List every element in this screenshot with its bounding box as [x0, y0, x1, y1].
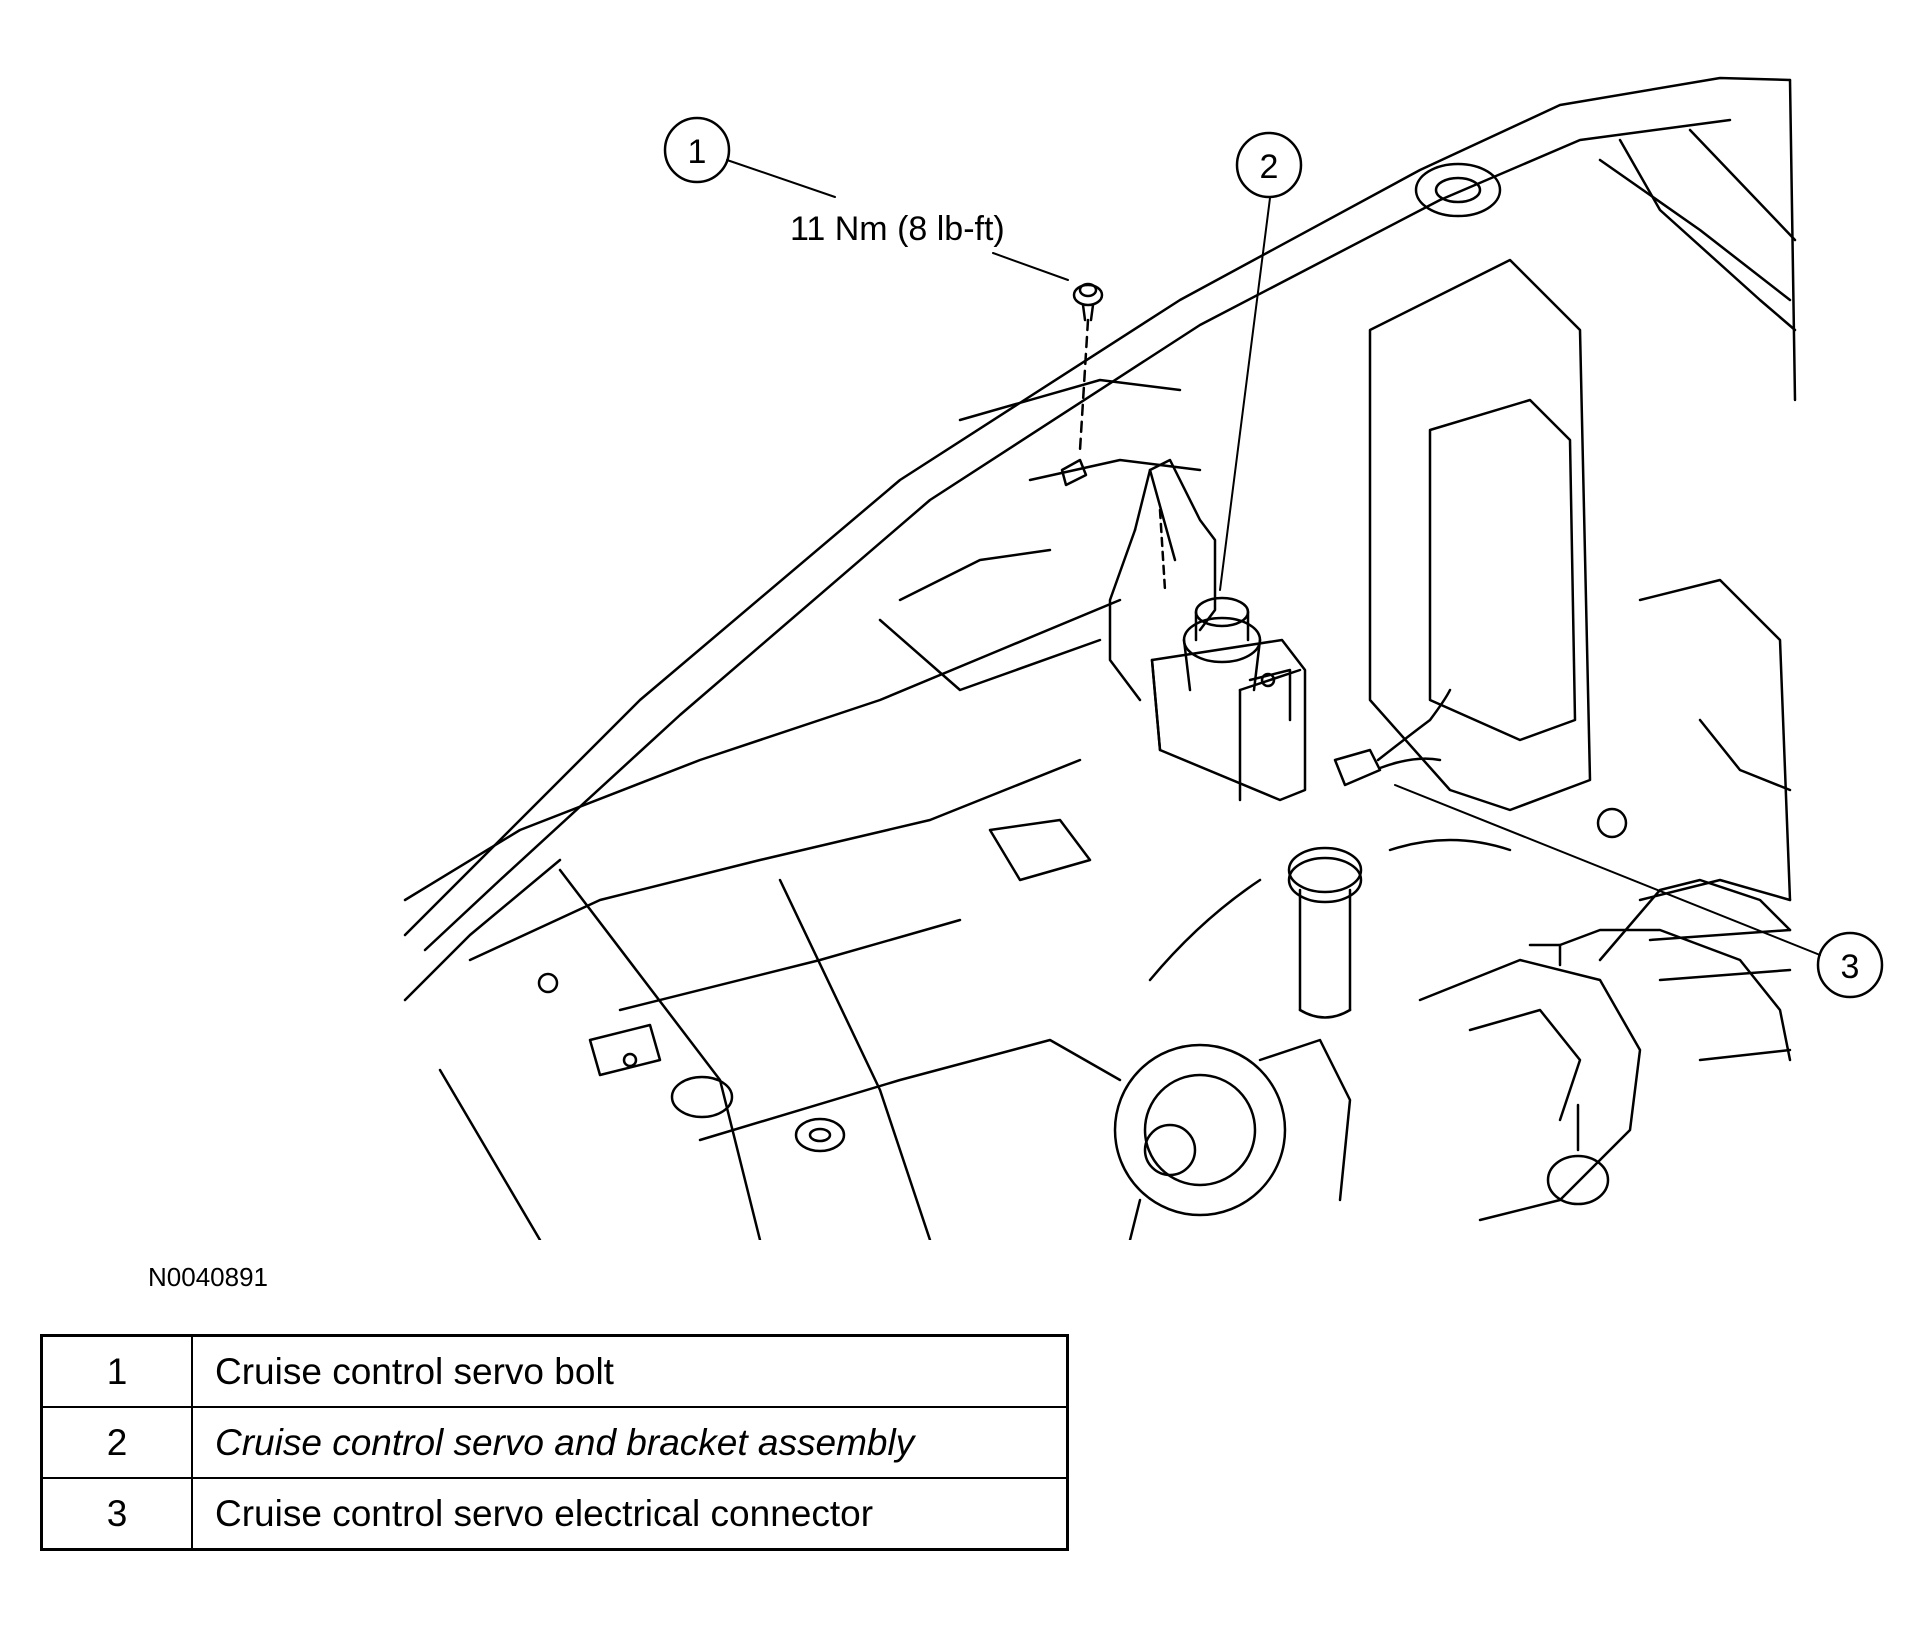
table-row: 1 Cruise control servo bolt [40, 1334, 1069, 1408]
legend-number: 2 [40, 1406, 193, 1479]
servo-electrical-connector [1333, 688, 1452, 787]
engine-compartment-illustration: 1 2 3 11 Nm (8 lb-ft) [403, 76, 1884, 1240]
torque-spec-label: 11 Nm (8 lb-ft) [790, 210, 1005, 248]
alternator [1113, 1038, 1352, 1240]
reservoir-cap [1148, 838, 1512, 1019]
legend-description: Cruise control servo bolt [191, 1334, 1069, 1408]
intake-manifold [1418, 878, 1792, 1222]
callout-1: 1 [663, 116, 731, 184]
cruise-control-servo [1150, 596, 1307, 802]
hood-panel [403, 76, 1797, 1002]
figure-id: N0040891 [148, 1262, 268, 1292]
servo-bolt [1060, 282, 1167, 592]
table-row: 2 Cruise control servo and bracket assem… [40, 1406, 1069, 1479]
legend-table: 1 Cruise control servo bolt 2 Cruise con… [40, 1334, 1069, 1551]
servo-bracket [1108, 458, 1217, 702]
callout-1-number: 1 [688, 133, 707, 171]
legend-description: Cruise control servo and bracket assembl… [191, 1406, 1069, 1479]
legend-number: 1 [40, 1334, 193, 1408]
legend-description: Cruise control servo electrical connecto… [191, 1477, 1069, 1551]
callout-2: 2 [1235, 131, 1303, 199]
callout-3: 3 [1816, 931, 1884, 999]
callout-2-number: 2 [1260, 148, 1279, 186]
legend-number: 3 [40, 1477, 193, 1551]
leader-lines [726, 159, 1821, 956]
bulkhead [403, 378, 1202, 1240]
table-row: 3 Cruise control servo electrical connec… [40, 1477, 1069, 1551]
fender-apron [1368, 158, 1792, 962]
callout-3-number: 3 [1841, 948, 1860, 986]
